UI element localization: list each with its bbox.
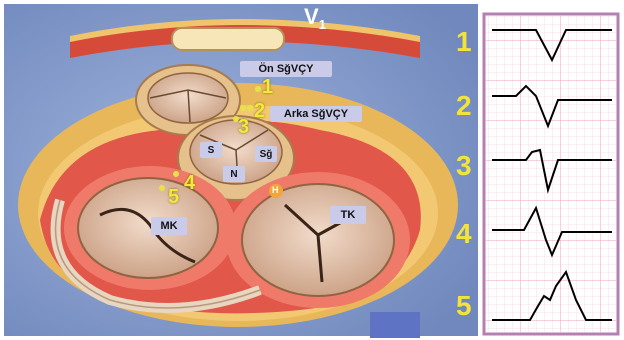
site-number-2: 2	[254, 100, 265, 123]
site-dot-1	[255, 86, 261, 92]
ecg-label-1: 1	[456, 26, 472, 58]
site-dot-5	[159, 185, 165, 191]
mitral-leaflets	[78, 178, 218, 278]
label-n: N	[223, 166, 245, 182]
lead-label: V1	[304, 4, 326, 30]
lead-subscript: 1	[319, 17, 326, 32]
site-number-5: 5	[168, 186, 179, 209]
label-h: H	[272, 185, 279, 195]
label-arka-svcy: Arka SğVÇY	[270, 106, 362, 122]
sternum-bone	[172, 28, 284, 50]
site-number-4: 4	[184, 172, 195, 195]
site-number-1: 1	[262, 76, 273, 99]
ecg-label-2: 2	[456, 90, 472, 122]
ecg-grid	[486, 16, 616, 332]
label-s: S	[200, 142, 222, 158]
lead-letter: V	[304, 4, 319, 29]
ecg-label-5: 5	[456, 290, 472, 322]
ecg-label-3: 3	[456, 150, 472, 182]
site-dot-2a	[240, 105, 246, 111]
label-on-svcy: Ön SğVÇY	[240, 61, 332, 77]
site-dot-2b	[247, 105, 253, 111]
label-mk: MK	[151, 217, 187, 235]
site-number-3: 3	[238, 116, 249, 139]
ecg-label-4: 4	[456, 218, 472, 250]
blue-marker-square	[370, 312, 420, 338]
site-dot-4	[173, 171, 179, 177]
label-tk: TK	[330, 206, 366, 224]
label-sg: Sğ	[255, 146, 277, 162]
